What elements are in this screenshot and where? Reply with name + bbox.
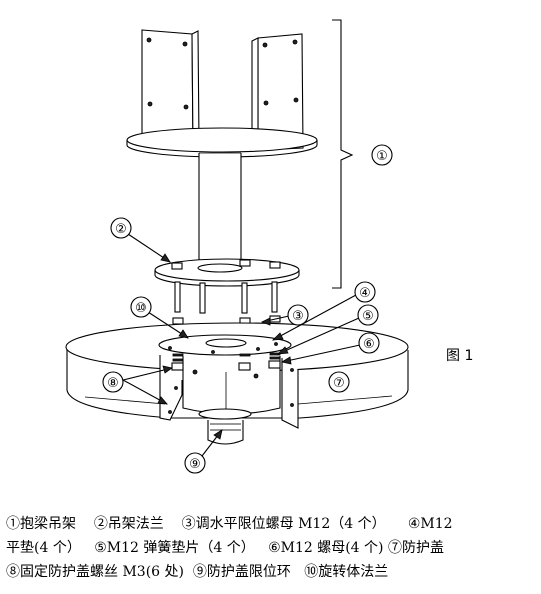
legend-item: ②吊架法兰 (93, 516, 164, 532)
callout-2: ② (110, 217, 171, 263)
figure-caption: 图 1 (446, 348, 474, 364)
beam-clamp-bracket (126, 29, 318, 271)
svg-text:⑧: ⑧ (107, 376, 119, 391)
svg-text:⑤: ⑤ (362, 309, 374, 324)
legend-item: ⑧固定防护盖螺丝 M3(6 处) (6, 564, 184, 580)
svg-text:②: ② (115, 222, 127, 237)
rotating-body-flange (158, 334, 292, 445)
legend-row-1: ①抱梁吊架 ②吊架法兰 ③调水平限位螺母 M12（4 个） ④M12 (6, 512, 538, 536)
legend-item: ⑥M12 螺母(4 个) (268, 540, 384, 556)
parts-legend: ①抱梁吊架 ②吊架法兰 ③调水平限位螺母 M12（4 个） ④M12 平垫(4 … (6, 512, 538, 584)
svg-text:④: ④ (359, 286, 371, 301)
callout-3: ③ (261, 304, 309, 326)
legend-item: ③调水平限位螺母 M12（4 个） (181, 516, 386, 532)
callout-10: ⑩ (130, 296, 189, 339)
svg-text:③: ③ (292, 309, 304, 324)
legend-item: ⑩旋转体法兰 (304, 564, 389, 580)
svg-text:⑨: ⑨ (189, 457, 201, 472)
svg-text:①: ① (376, 149, 388, 164)
svg-text:⑩: ⑩ (135, 301, 147, 316)
legend-row-3: ⑧固定防护盖螺丝 M3(6 处) ⑨防护盖限位环 ⑩旋转体法兰 (6, 560, 538, 584)
legend-item: ⑦防护盖 (387, 540, 444, 556)
legend-item: ⑤M12 弹簧垫片（4 个） (94, 540, 255, 556)
callout-5: ⑤ (276, 304, 379, 355)
legend-item: 平垫(4 个） (6, 540, 81, 556)
callout-8: ⑧ (102, 365, 173, 405)
legend-item: ④M12 (407, 516, 453, 532)
callout-9: ⑨ (184, 429, 223, 474)
legend-item: ⑨防护盖限位环 (192, 564, 291, 580)
callout-6: ⑥ (280, 332, 380, 365)
callout-7: ⑦ (328, 371, 350, 393)
legend-row-2: 平垫(4 个） ⑤M12 弹簧垫片（4 个） ⑥M12 螺母(4 个) ⑦防护盖 (6, 536, 538, 560)
legend-item: ①抱梁吊架 (6, 516, 76, 532)
svg-text:⑦: ⑦ (333, 376, 345, 391)
bracket-brace (332, 19, 354, 289)
callout-4: ④ (271, 281, 376, 341)
assembly-exploded-diagram: ① ② ③ ④ ⑤ ⑥ ⑦ ⑧ (65, 19, 409, 474)
bracket-flange (154, 258, 300, 325)
svg-text:⑥: ⑥ (363, 337, 375, 352)
callout-1: ① (371, 144, 393, 166)
